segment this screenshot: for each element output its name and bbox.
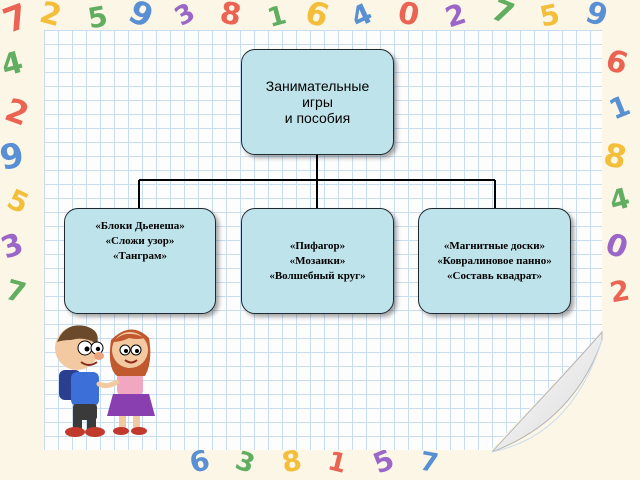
child-node-left: «Блоки Дьенеша» «Сложи узор» «Танграм» xyxy=(64,208,216,314)
decor-digit: 8 xyxy=(217,0,244,34)
decor-digit: 5 xyxy=(2,182,34,221)
decor-digit: 7 xyxy=(0,0,34,42)
decor-digit: 7 xyxy=(417,446,441,480)
decor-digit: 9 xyxy=(123,0,160,36)
decor-digit: 2 xyxy=(441,0,470,35)
child-right-line-2: «Ковралиновое панно» xyxy=(437,254,552,267)
decor-digit: 0 xyxy=(600,226,633,267)
decor-digit: 7 xyxy=(486,0,519,33)
decor-digit: 1 xyxy=(324,446,350,480)
boy-figure xyxy=(55,325,105,437)
child-left-line-3: «Танграм» xyxy=(112,250,167,262)
decor-digit: 3 xyxy=(169,0,201,33)
child-left-line-2: «Сложи узор» xyxy=(105,235,175,247)
decor-digit: 6 xyxy=(601,42,632,83)
child-node-center: «Пифагор» «Мозаики» «Волшебный круг» xyxy=(241,208,394,314)
child-left-line-1: «Блоки Дьенеша» xyxy=(95,220,185,232)
decor-digit: 4 xyxy=(0,44,27,85)
child-center-line-1: «Пифагор» xyxy=(289,239,346,252)
decor-digit: 5 xyxy=(536,0,563,34)
cartoon-children-illustration xyxy=(55,325,155,437)
decor-digit: 2 xyxy=(607,273,633,310)
decor-digit: 1 xyxy=(264,0,290,34)
child-right-line-1: «Магнитные доски» xyxy=(443,239,546,252)
child-node-right: «Магнитные доски» «Ковралиновое панно» «… xyxy=(418,208,571,314)
decor-digit: 0 xyxy=(394,0,423,34)
decor-digit: 4 xyxy=(345,0,378,35)
child-center-line-3: «Волшебный круг» xyxy=(269,269,366,282)
child-right-line-3: «Составь квадрат» xyxy=(447,269,542,282)
decor-digit: 3 xyxy=(0,226,29,267)
root-line-3: и пособия xyxy=(284,110,351,126)
girl-figure xyxy=(107,329,155,435)
decor-digit: 5 xyxy=(85,0,111,36)
page-curl xyxy=(491,330,603,453)
decor-digit: 6 xyxy=(185,443,214,480)
decor-digit: 4 xyxy=(605,181,634,218)
decor-digit: 7 xyxy=(2,273,30,310)
decor-digit: 1 xyxy=(604,88,635,127)
root-line-1: Занимательные xyxy=(265,78,370,94)
child-center-line-2: «Мозаики» xyxy=(289,254,346,267)
root-line-2: игры xyxy=(302,94,333,110)
decor-digit: 3 xyxy=(231,445,259,480)
root-node: Занимательные игры и пособия xyxy=(241,49,394,155)
decor-digit: 9 xyxy=(581,0,612,35)
decor-digit: 6 xyxy=(300,0,335,36)
decor-digit: 9 xyxy=(0,135,27,179)
decor-digit: 2 xyxy=(0,90,35,134)
decor-digit: 8 xyxy=(279,443,305,480)
decor-digit: 8 xyxy=(600,135,630,177)
decor-digit: 2 xyxy=(35,0,66,35)
decor-digit: 5 xyxy=(368,442,399,480)
